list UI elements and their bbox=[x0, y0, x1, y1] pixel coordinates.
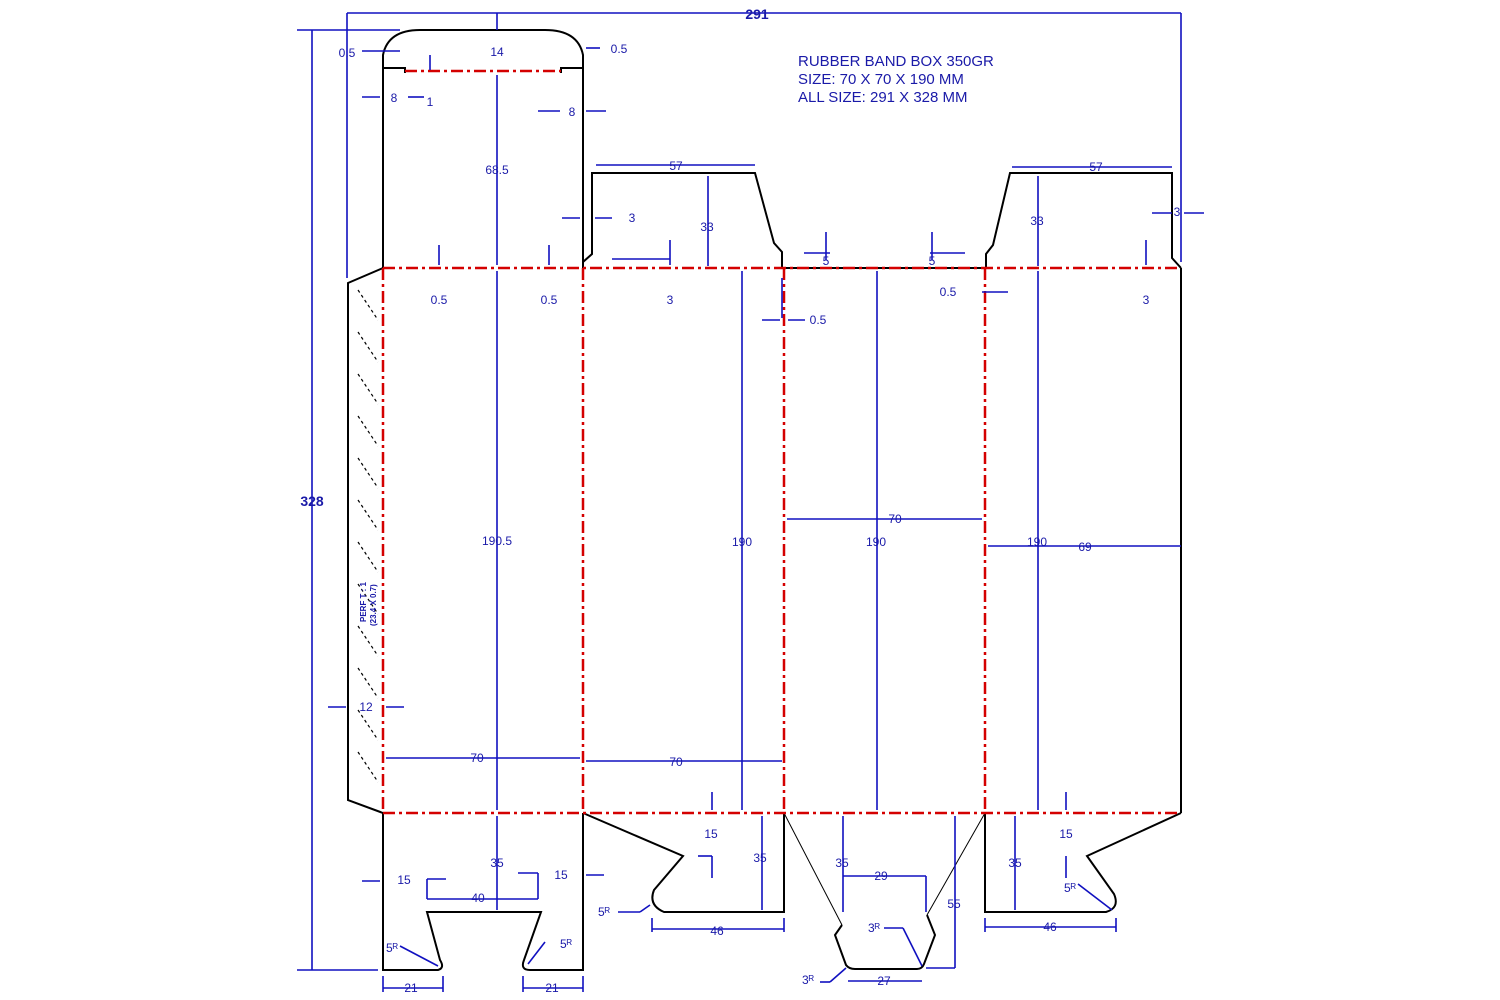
perforation-mark bbox=[357, 499, 379, 531]
top-dust-flap-left-outline bbox=[582, 172, 783, 268]
dimension-label: 0.5 bbox=[541, 293, 558, 307]
dimension-label: 21 bbox=[404, 981, 418, 995]
dimension-label: 15 bbox=[1059, 827, 1073, 841]
dimension-label: 5 bbox=[929, 254, 936, 268]
bottom-flap-3-sides bbox=[783, 812, 986, 926]
dimension-label: 5ᴿ bbox=[560, 937, 573, 951]
dimension-line bbox=[1077, 883, 1113, 911]
dimension-label: 0.5 bbox=[611, 42, 628, 56]
dimension-label: 15 bbox=[554, 868, 568, 882]
dimension-label: 3 bbox=[1174, 205, 1181, 219]
dimension-label: 190 bbox=[732, 535, 752, 549]
perforation-marks bbox=[357, 289, 379, 783]
dimension-label: 70 bbox=[888, 512, 902, 526]
dimension-label: 8 bbox=[391, 91, 398, 105]
title-line-1: RUBBER BAND BOX 350GR bbox=[798, 53, 994, 70]
bottom-flap-2-outline bbox=[582, 812, 785, 913]
perforation-mark bbox=[357, 709, 379, 741]
dimension-lines bbox=[297, 12, 1204, 992]
dimension-label: 21 bbox=[545, 981, 559, 995]
dimension-label: 35 bbox=[1008, 856, 1022, 870]
title-line-2: SIZE: 70 X 70 X 190 MM bbox=[798, 71, 964, 88]
perforation-mark bbox=[357, 583, 379, 615]
dimension-label: 69 bbox=[1078, 540, 1092, 554]
dimension-label: 190.5 bbox=[482, 534, 512, 548]
dimension-label: 70 bbox=[669, 755, 683, 769]
dimension-label: 57 bbox=[669, 159, 683, 173]
dimension-label: 40 bbox=[471, 891, 485, 905]
perforation-label-1: PERF T : 1 bbox=[359, 581, 368, 622]
dimension-label: 190 bbox=[1027, 535, 1047, 549]
dimension-label: 12 bbox=[359, 700, 373, 714]
dimension-label: 0.5 bbox=[431, 293, 448, 307]
dimension-label: 57 bbox=[1089, 160, 1103, 174]
dimension-label: 33 bbox=[700, 220, 714, 234]
perforation-mark bbox=[357, 457, 379, 489]
dimension-label: 14 bbox=[490, 45, 504, 59]
dimension-line bbox=[829, 967, 847, 983]
perforation-mark bbox=[357, 289, 379, 321]
perforation-mark bbox=[357, 415, 379, 447]
dimension-label: 190 bbox=[866, 535, 886, 549]
dimension-label: 8 bbox=[569, 105, 576, 119]
dimension-label: 55 bbox=[947, 897, 961, 911]
perforation-label-2: (23.4 X 0.7) bbox=[369, 584, 378, 626]
perforation-mark bbox=[357, 373, 379, 405]
dimension-label: 27 bbox=[877, 974, 891, 988]
top-tuck-flap-outline bbox=[382, 29, 584, 268]
perforation-mark bbox=[357, 331, 379, 363]
top-dust-flap-right-outline bbox=[985, 172, 1182, 269]
dimension-label: 1 bbox=[427, 95, 434, 109]
dimension-label: 291 bbox=[745, 6, 769, 22]
perforation-mark bbox=[357, 667, 379, 699]
dimension-label: 46 bbox=[1043, 920, 1057, 934]
perforation-mark bbox=[357, 625, 379, 657]
dimension-line bbox=[639, 904, 651, 913]
dimension-label: 5ᴿ bbox=[598, 905, 611, 919]
dimension-label: 46 bbox=[710, 924, 724, 938]
dimension-label: 0.5 bbox=[339, 46, 356, 60]
bottom-flap-1-outline bbox=[382, 813, 584, 971]
fold-lines bbox=[381, 69, 1181, 815]
dimension-label: 0.5 bbox=[810, 313, 827, 327]
perforation-mark bbox=[357, 751, 379, 783]
dimension-label: 5 bbox=[823, 254, 830, 268]
dimension-label: 3 bbox=[629, 211, 636, 225]
dimension-label: 3 bbox=[667, 293, 674, 307]
dimension-label: 15 bbox=[704, 827, 718, 841]
dimension-label: 35 bbox=[490, 856, 504, 870]
dimension-label: 35 bbox=[753, 851, 767, 865]
dimension-label: 5ᴿ bbox=[1064, 881, 1077, 895]
title-line-3: ALL SIZE: 291 X 328 MM bbox=[798, 89, 968, 106]
dimension-label: 29 bbox=[874, 869, 888, 883]
dimension-label: 328 bbox=[300, 493, 324, 509]
dimension-label: 70 bbox=[470, 751, 484, 765]
glue-flap-outline bbox=[347, 267, 384, 814]
bottom-flap-4-outline bbox=[984, 812, 1182, 913]
bottom-flap-3-outline bbox=[833, 914, 937, 970]
dimension-label: 33 bbox=[1030, 214, 1044, 228]
cut-lines bbox=[347, 29, 1182, 971]
dimension-label: 15 bbox=[397, 873, 411, 887]
dimension-label: 0.5 bbox=[940, 285, 957, 299]
dimension-line bbox=[902, 927, 923, 967]
dimension-line bbox=[527, 941, 546, 965]
perforation-mark bbox=[357, 541, 379, 573]
dimension-label: 3ᴿ bbox=[802, 973, 815, 987]
dimension-label: 3 bbox=[1143, 293, 1150, 307]
dimension-label: 5ᴿ bbox=[386, 941, 399, 955]
dimension-label: 35 bbox=[835, 856, 849, 870]
dimension-label: 68.5 bbox=[485, 163, 509, 177]
dimension-line bbox=[399, 945, 439, 967]
dimension-label: 3ᴿ bbox=[868, 921, 881, 935]
